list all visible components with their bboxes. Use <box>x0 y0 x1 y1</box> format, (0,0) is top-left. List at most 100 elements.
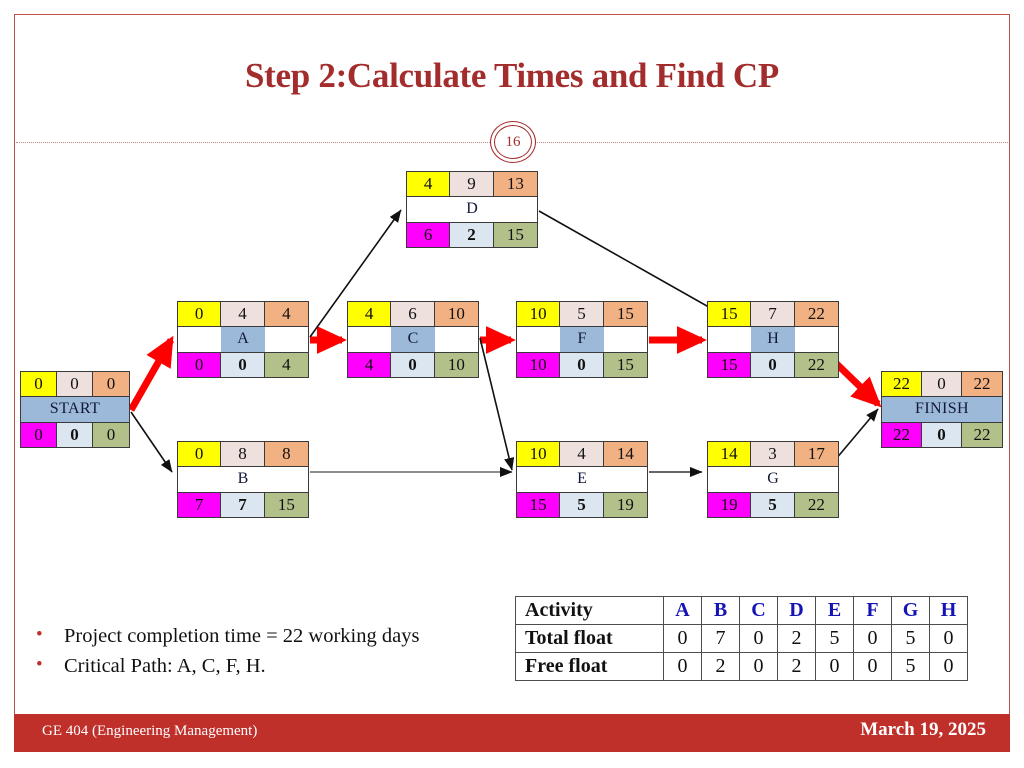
node-A-spacer-right <box>264 327 308 352</box>
node-C[interactable]: 4 6 10 C 4 0 10 <box>347 301 479 378</box>
node-start[interactable]: 0 0 0 START 0 0 0 <box>20 371 130 448</box>
node-G-float: 5 <box>751 492 795 517</box>
node-start-late-start: 0 <box>21 422 57 447</box>
node-finish-float: 0 <box>922 422 962 447</box>
node-D[interactable]: 4 9 13 D 6 2 15 <box>406 171 538 248</box>
footer-course-label: GE 404 (Engineering Management) <box>42 723 258 739</box>
free-float-H: 0 <box>929 652 968 681</box>
node-finish-top-row: 22 0 22 <box>882 372 1002 397</box>
table-head-activity: Activity <box>515 596 664 625</box>
node-E-early-start: 10 <box>517 442 561 467</box>
node-F-spacer-right <box>603 327 647 352</box>
bullet-critical-path: Critical Path: A, C, F, H. <box>26 654 496 678</box>
activity-E: E <box>815 596 854 625</box>
node-F-early-start: 10 <box>517 302 561 327</box>
node-E[interactable]: 10 4 14 E 15 5 19 <box>516 441 648 518</box>
node-F-late-finish: 15 <box>603 352 647 377</box>
node-D-late-start: 6 <box>407 222 451 247</box>
node-F-label: F <box>560 327 604 352</box>
node-D-label-row: D <box>407 197 537 222</box>
bullet-list: Project completion time = 22 working day… <box>26 624 496 685</box>
node-E-top-row: 10 4 14 <box>517 442 647 467</box>
free-float-D: 2 <box>777 652 816 681</box>
node-A-label: A <box>221 327 265 352</box>
table-head-total-float: Total float <box>515 624 664 653</box>
arrow-C-to-E <box>479 337 515 471</box>
node-G-bottom-row: 19 5 22 <box>708 492 838 517</box>
node-G[interactable]: 14 3 17 G 19 5 22 <box>707 441 839 518</box>
node-A-late-finish: 4 <box>264 352 308 377</box>
activity-D: D <box>777 596 816 625</box>
node-F-float: 0 <box>560 352 604 377</box>
node-E-spacer-left <box>517 467 561 492</box>
activity-B: B <box>701 596 740 625</box>
node-G-duration: 3 <box>751 442 795 467</box>
node-A-spacer-left <box>178 327 222 352</box>
node-F-top-row: 10 5 15 <box>517 302 647 327</box>
node-H-bottom-row: 15 0 22 <box>708 352 838 377</box>
total-float-G: 5 <box>891 624 930 653</box>
node-B-early-start: 0 <box>178 442 222 467</box>
node-D-spacer-right <box>493 197 537 222</box>
node-F-early-finish: 15 <box>603 302 647 327</box>
node-finish[interactable]: 22 0 22 FINISH 22 0 22 <box>881 371 1003 448</box>
node-A-float: 0 <box>221 352 265 377</box>
total-float-D: 2 <box>777 624 816 653</box>
float-table: Activity A B C D E F G H Total float 0 7… <box>515 596 968 681</box>
slide-number-badge: 16 <box>490 121 536 163</box>
node-A-early-start: 0 <box>178 302 222 327</box>
node-E-bottom-row: 15 5 19 <box>517 492 647 517</box>
node-start-bottom-row: 0 0 0 <box>21 422 129 447</box>
activity-F: F <box>853 596 892 625</box>
node-C-late-finish: 10 <box>434 352 478 377</box>
node-finish-late-start: 22 <box>882 422 922 447</box>
free-float-G: 5 <box>891 652 930 681</box>
free-float-F: 0 <box>853 652 892 681</box>
node-A[interactable]: 0 4 4 A 0 0 4 <box>177 301 309 378</box>
node-A-label-row: A <box>178 327 308 352</box>
node-E-label: E <box>560 467 604 492</box>
node-start-label: START <box>21 397 129 422</box>
node-G-label-row: G <box>708 467 838 492</box>
node-C-late-start: 4 <box>348 352 392 377</box>
node-F-late-start: 10 <box>517 352 561 377</box>
node-G-top-row: 14 3 17 <box>708 442 838 467</box>
node-F-label-row: F <box>517 327 647 352</box>
node-D-early-finish: 13 <box>493 172 537 197</box>
node-A-top-row: 0 4 4 <box>178 302 308 327</box>
node-B-label: B <box>221 467 265 492</box>
node-C-spacer-right <box>434 327 478 352</box>
node-D-float: 2 <box>450 222 494 247</box>
node-D-spacer-left <box>407 197 451 222</box>
node-B-late-finish: 15 <box>264 492 308 517</box>
node-H-spacer-left <box>708 327 752 352</box>
node-G-early-finish: 17 <box>794 442 838 467</box>
node-start-label-row: START <box>21 397 129 422</box>
node-B[interactable]: 0 8 8 B 7 7 15 <box>177 441 309 518</box>
slide-number-text: 16 <box>505 133 521 150</box>
node-H-late-start: 15 <box>708 352 752 377</box>
node-C-label-row: C <box>348 327 478 352</box>
node-H[interactable]: 15 7 22 H 15 0 22 <box>707 301 839 378</box>
node-A-duration: 4 <box>221 302 265 327</box>
node-B-float: 7 <box>221 492 265 517</box>
node-F[interactable]: 10 5 15 F 10 0 15 <box>516 301 648 378</box>
free-float-B: 2 <box>701 652 740 681</box>
node-B-late-start: 7 <box>178 492 222 517</box>
node-B-spacer-right <box>264 467 308 492</box>
node-D-duration: 9 <box>450 172 494 197</box>
node-H-early-finish: 22 <box>794 302 838 327</box>
node-C-top-row: 4 6 10 <box>348 302 478 327</box>
node-C-float: 0 <box>391 352 435 377</box>
arrow-start-to-A <box>127 335 175 412</box>
node-E-late-start: 15 <box>517 492 561 517</box>
activity-A: A <box>663 596 702 625</box>
slide-footer: GE 404 (Engineering Management) March 19… <box>14 714 1010 752</box>
node-H-early-start: 15 <box>708 302 752 327</box>
node-C-duration: 6 <box>391 302 435 327</box>
node-start-early-start: 0 <box>21 372 57 397</box>
node-G-spacer-left <box>708 467 752 492</box>
node-H-label-row: H <box>708 327 838 352</box>
node-D-label: D <box>450 197 494 222</box>
bullet-completion-time: Project completion time = 22 working day… <box>26 624 496 648</box>
